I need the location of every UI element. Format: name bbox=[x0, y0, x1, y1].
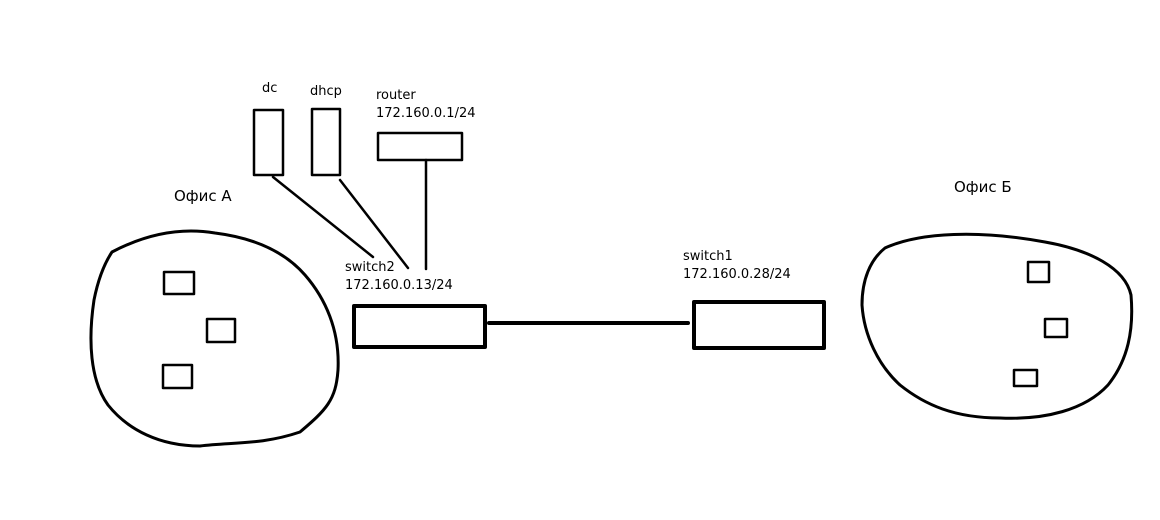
office-a-area bbox=[89, 229, 340, 448]
office-b-host-1 bbox=[1026, 260, 1051, 284]
dc-label: dc bbox=[262, 81, 278, 96]
switch1-ip-label: 172.160.0.28/24 bbox=[683, 267, 791, 282]
office-a-label: Офис А bbox=[174, 187, 232, 205]
router-name-label: router bbox=[376, 88, 416, 103]
dhcp-label: dhcp bbox=[310, 84, 342, 99]
router-ip-label: 172.160.0.1/24 bbox=[376, 106, 476, 121]
office-b-host-2 bbox=[1043, 317, 1069, 339]
office-a-host-3 bbox=[161, 363, 194, 390]
dhcp-server bbox=[310, 107, 342, 177]
switch1-box bbox=[692, 300, 826, 350]
router-box bbox=[376, 131, 464, 162]
office-a-host-2 bbox=[205, 317, 237, 344]
office-a-host-1 bbox=[162, 270, 196, 296]
office-b-host-3 bbox=[1012, 368, 1039, 388]
switch2-ip-label: 172.160.0.13/24 bbox=[345, 278, 453, 293]
switch2-box bbox=[352, 304, 487, 349]
switch2-name-label: switch2 bbox=[345, 260, 395, 275]
link-dhcp-switch2 bbox=[338, 178, 410, 270]
dc-server bbox=[252, 108, 285, 177]
switch1-name-label: switch1 bbox=[683, 249, 733, 264]
link-dc-switch2 bbox=[271, 175, 375, 259]
office-b-area bbox=[860, 232, 1134, 420]
office-b-label: Офис Б bbox=[954, 178, 1012, 196]
